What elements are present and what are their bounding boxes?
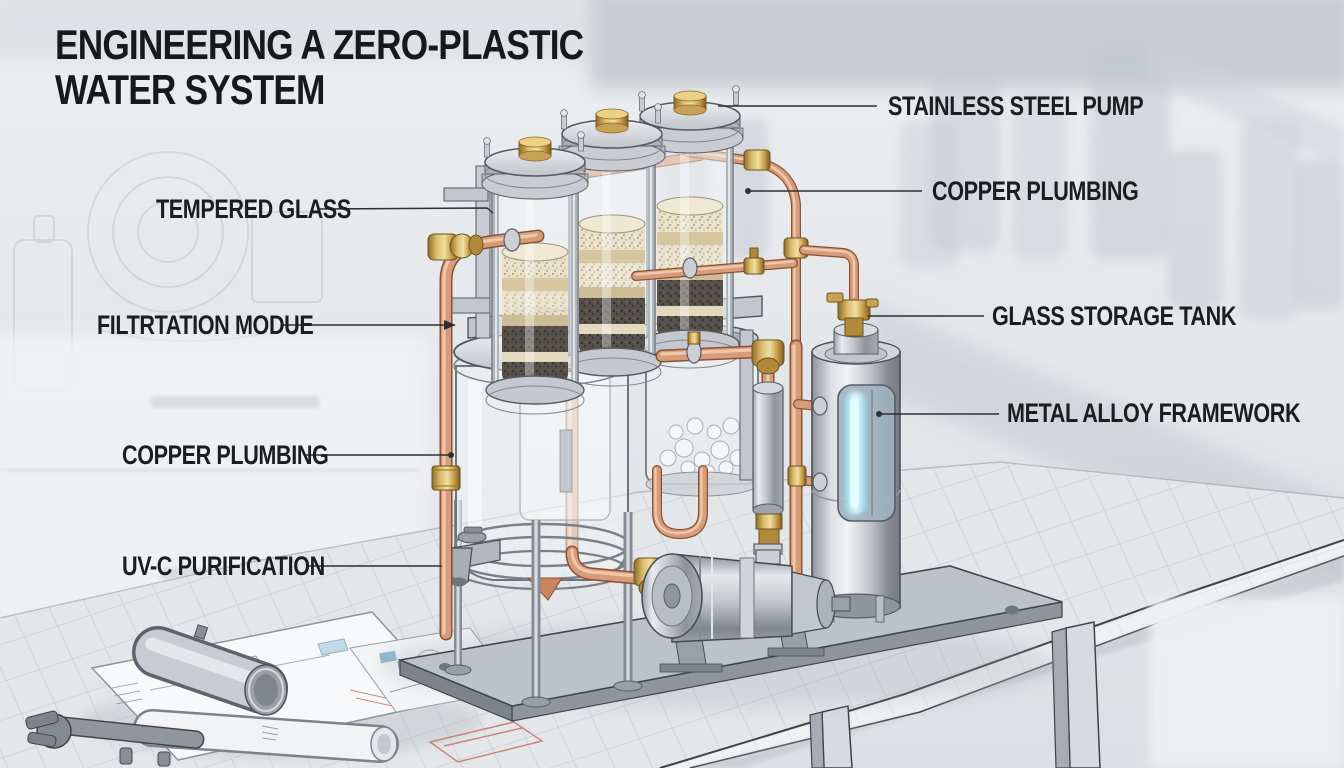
filter-column-left [482,132,588,414]
bracket-arm [443,187,489,202]
label-stainless-steel-pump: STAINLESS STEEL PUMP [888,91,1144,121]
blueprints-and-tools [25,611,544,767]
brass-valve [826,292,879,337]
label-copper-plumbing-left: COPPER PLUMBING [122,440,329,470]
under-table-cabinet [1150,598,1344,768]
table-leg [1051,621,1101,768]
label-copper-plumbing-right: COPPER PLUMBING [932,176,1139,206]
label-uv-c-purification: UV-C PURIFICATION [122,551,325,581]
label-filtration-module: FILTRTATION MODUE [97,310,314,340]
red-sketch-outline [428,721,544,763]
metal-cylinder-part [132,624,288,716]
leader-lines [282,105,999,567]
spigot-faucet [451,526,501,587]
table-leg [809,705,853,768]
water-system-apparatus [380,86,1063,722]
label-glass-storage-tank: GLASS STORAGE TANK [992,301,1237,331]
stand-legs [521,512,643,708]
title-line-2: WATER SYSTEM [55,66,325,113]
title-line-1: ENGINEERING A ZERO-PLASTIC [55,21,584,68]
sight-window [837,384,896,522]
inline-steel-cylinder [752,381,784,555]
pipe-union [431,465,461,491]
stainless-steel-pump [641,549,851,673]
storage-tank [804,249,901,623]
label-metal-alloy-framework: METAL ALLOY FRAMEWORK [1007,398,1301,428]
wrench-tool [25,710,205,767]
page-title: ENGINEERING A ZERO-PLASTIC WATER SYSTEM [55,22,684,112]
ceramic-pebbles [659,417,747,480]
blurred-lab-bottles [660,40,1344,320]
label-tempered-glass: TEMPERED GLASS [156,194,351,224]
leader-tempered-glass [317,207,494,214]
